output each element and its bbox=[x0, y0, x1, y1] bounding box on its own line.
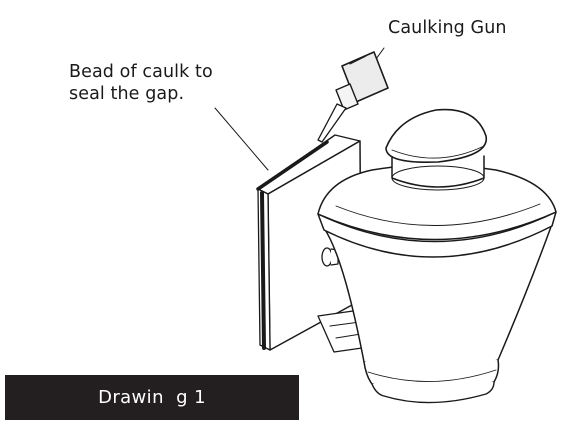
bead-label-line-2: seal the gap. bbox=[69, 84, 185, 104]
bead-leader bbox=[214, 107, 269, 171]
bead-label-line-1: Bead of caulk to bbox=[69, 62, 213, 82]
drawing-caption: Drawin g 1 bbox=[98, 387, 206, 408]
bead-of-caulk-label: Bead of caulk to seal the gap. bbox=[69, 61, 213, 105]
caulking-gun-label: Caulking Gun bbox=[388, 18, 507, 38]
wall-lantern-icon bbox=[317, 108, 557, 404]
drawing-caption-bar: Drawin g 1 bbox=[5, 375, 299, 420]
caulking-gun-icon bbox=[317, 51, 389, 143]
